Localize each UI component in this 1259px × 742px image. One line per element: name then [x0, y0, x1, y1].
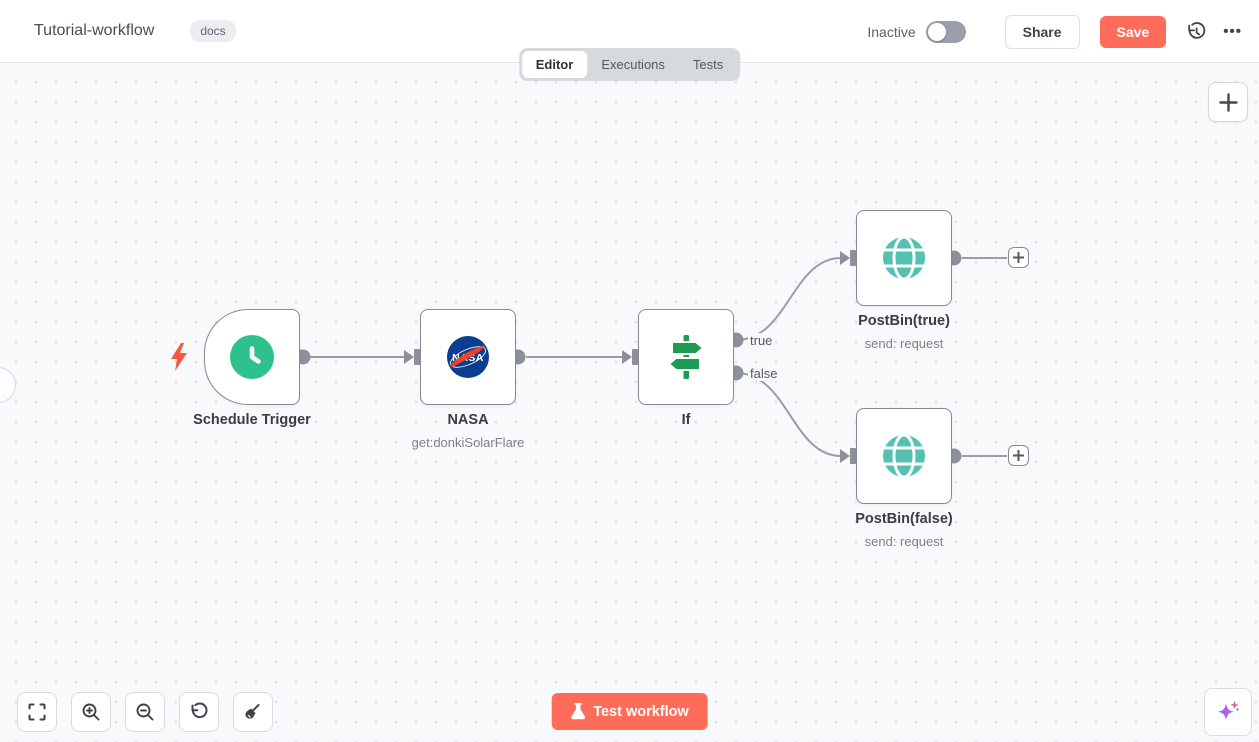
signpost-icon [667, 335, 705, 379]
reset-zoom-button[interactable] [179, 692, 219, 732]
node-box[interactable]: NASA [420, 309, 516, 405]
tidy-up-icon [245, 704, 260, 719]
node-schedule-trigger[interactable]: Schedule Trigger [171, 309, 311, 428]
output-label-false: false [748, 366, 780, 381]
ellipsis-icon[interactable]: ••• [1223, 23, 1242, 40]
output-label-true: true [748, 333, 775, 348]
add-node-plus-button[interactable] [1008, 247, 1029, 268]
node-label: PostBin(false) [855, 511, 953, 527]
globe-icon [883, 237, 925, 279]
node-if[interactable]: If [638, 309, 734, 428]
plus-icon [1218, 92, 1238, 112]
zoom-in-icon [82, 703, 100, 721]
test-workflow-button[interactable]: Test workflow [551, 693, 708, 730]
view-tabs: Editor Executions Tests [518, 48, 741, 81]
node-subtitle: send: request [864, 534, 944, 549]
node-postbin-true[interactable]: PostBin(true) send: request [856, 210, 952, 351]
node-box[interactable] [856, 408, 952, 504]
node-label: PostBin(true) [858, 313, 950, 329]
node-subtitle: send: request [864, 336, 944, 351]
top-bar-actions: Inactive Share Save ••• [867, 0, 1242, 63]
tab-executions[interactable]: Executions [601, 57, 665, 72]
globe-icon [883, 435, 925, 477]
zoom-in-button[interactable] [71, 692, 111, 732]
save-button[interactable]: Save [1099, 15, 1167, 48]
active-toggle[interactable] [925, 20, 966, 43]
tab-tests[interactable]: Tests [692, 57, 724, 72]
ai-sparkle-icon [1218, 701, 1239, 721]
node-subtitle: get:donkiSolarFlare [411, 435, 525, 450]
workflow-title[interactable]: Tutorial-workflow [34, 22, 155, 39]
connection-true[interactable] [735, 257, 842, 341]
node-nasa[interactable]: NASA NASA get:donkiSolarFlare [412, 309, 524, 450]
workflow-tag[interactable]: docs [190, 20, 236, 42]
plus-icon [1013, 450, 1024, 461]
zoom-out-button[interactable] [125, 692, 165, 732]
add-node-button[interactable] [1208, 82, 1248, 122]
canvas-toolbar [17, 692, 273, 732]
node-box[interactable] [204, 309, 300, 405]
top-bar: Tutorial-workflow docs Inactive Share Sa… [0, 0, 1259, 63]
node-label: If [681, 412, 691, 428]
flask-icon [570, 703, 585, 720]
history-icon[interactable] [1183, 19, 1209, 45]
workflow-canvas[interactable]: true false Schedule Trigger NASA [0, 63, 1259, 742]
tab-editor[interactable]: Editor [521, 51, 588, 78]
node-box[interactable] [638, 309, 734, 405]
plus-icon [1013, 252, 1024, 263]
node-postbin-false[interactable]: PostBin(false) send: request [855, 408, 953, 549]
fit-view-button[interactable] [17, 692, 57, 732]
input-endpoints[interactable] [404, 250, 856, 464]
clock-icon [230, 335, 274, 379]
lightning-bolt-icon [171, 343, 188, 376]
connections-layer [295, 250, 1007, 464]
nasa-logo-icon: NASA [447, 336, 489, 378]
test-workflow-label: Test workflow [593, 703, 689, 720]
reset-zoom-icon [191, 702, 208, 719]
tidy-up-button[interactable] [233, 692, 273, 732]
node-label: NASA [447, 412, 489, 428]
zoom-out-icon [136, 703, 154, 721]
add-node-plus-button[interactable] [1008, 445, 1029, 466]
connection-false[interactable] [735, 372, 842, 457]
node-box[interactable] [856, 210, 952, 306]
ai-assistant-button[interactable] [1204, 688, 1252, 736]
toggle-knob [927, 22, 946, 41]
status-label: Inactive [867, 23, 916, 40]
share-button[interactable]: Share [1004, 14, 1080, 49]
fit-view-icon [28, 703, 46, 721]
node-label: Schedule Trigger [193, 412, 311, 428]
